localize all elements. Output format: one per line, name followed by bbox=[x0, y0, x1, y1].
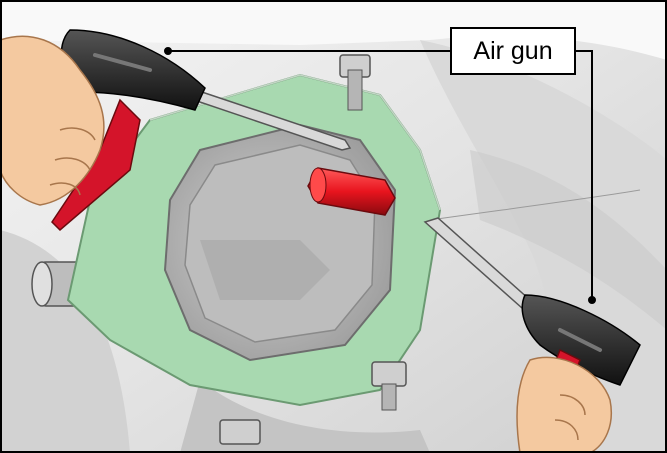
bolt bbox=[220, 420, 260, 444]
callout-label-air-gun: Air gun bbox=[450, 27, 576, 75]
port-opening bbox=[165, 125, 395, 360]
callout-text: Air gun bbox=[473, 37, 552, 66]
